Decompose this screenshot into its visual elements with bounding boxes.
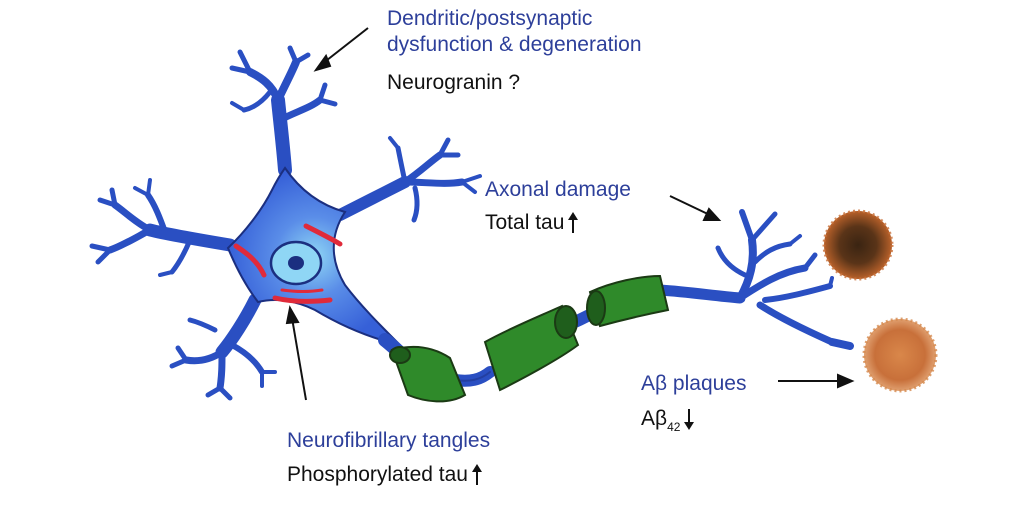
down-arrow-icon (684, 409, 695, 431)
axonal-damage-label: Axonal damage (485, 178, 631, 201)
myelin-segment-3 (588, 274, 670, 328)
axon-pointer-arrow (669, 195, 713, 217)
abeta-subscript: 42 (667, 420, 681, 434)
tangle-strands (233, 223, 343, 304)
tangles-label: Neurofibrillary tangles (287, 429, 491, 452)
abeta-label: Aβ (641, 407, 668, 430)
up-arrow-icon (471, 464, 482, 486)
dendrites (89, 45, 482, 401)
pointer-arrows (285, 27, 855, 401)
plaques-label: Aβ plaques (641, 372, 747, 395)
dendritic-label-line1: Dendritic/postsynaptic (387, 7, 593, 30)
dendritic-label: Dendritic/postsynaptic dysfunction & deg… (387, 6, 642, 58)
abeta42-marker: Aβ42 (641, 406, 695, 434)
total-tau-label: Total tau (485, 211, 565, 234)
tangle-pointer-arrow (291, 317, 307, 401)
up-arrow-icon (568, 212, 579, 234)
amyloid-plaques (822, 209, 938, 393)
total-tau-marker: Total tau (485, 210, 579, 236)
nucleus (269, 240, 323, 286)
axon-terminals (715, 209, 854, 350)
phosphorylated-tau-marker: Phosphorylated tau (287, 462, 482, 488)
plaque-light (864, 319, 936, 391)
phosphorylated-tau-label: Phosphorylated tau (287, 463, 468, 486)
neurogranin-label: Neurogranin ? (387, 71, 521, 94)
myelin-sheaths (389, 274, 670, 403)
dendritic-label-line2: dysfunction & degeneration (387, 33, 642, 56)
dendrite-pointer-arrow (321, 27, 369, 65)
myelin-segment-1 (390, 345, 467, 403)
plaque-dark (824, 211, 892, 279)
